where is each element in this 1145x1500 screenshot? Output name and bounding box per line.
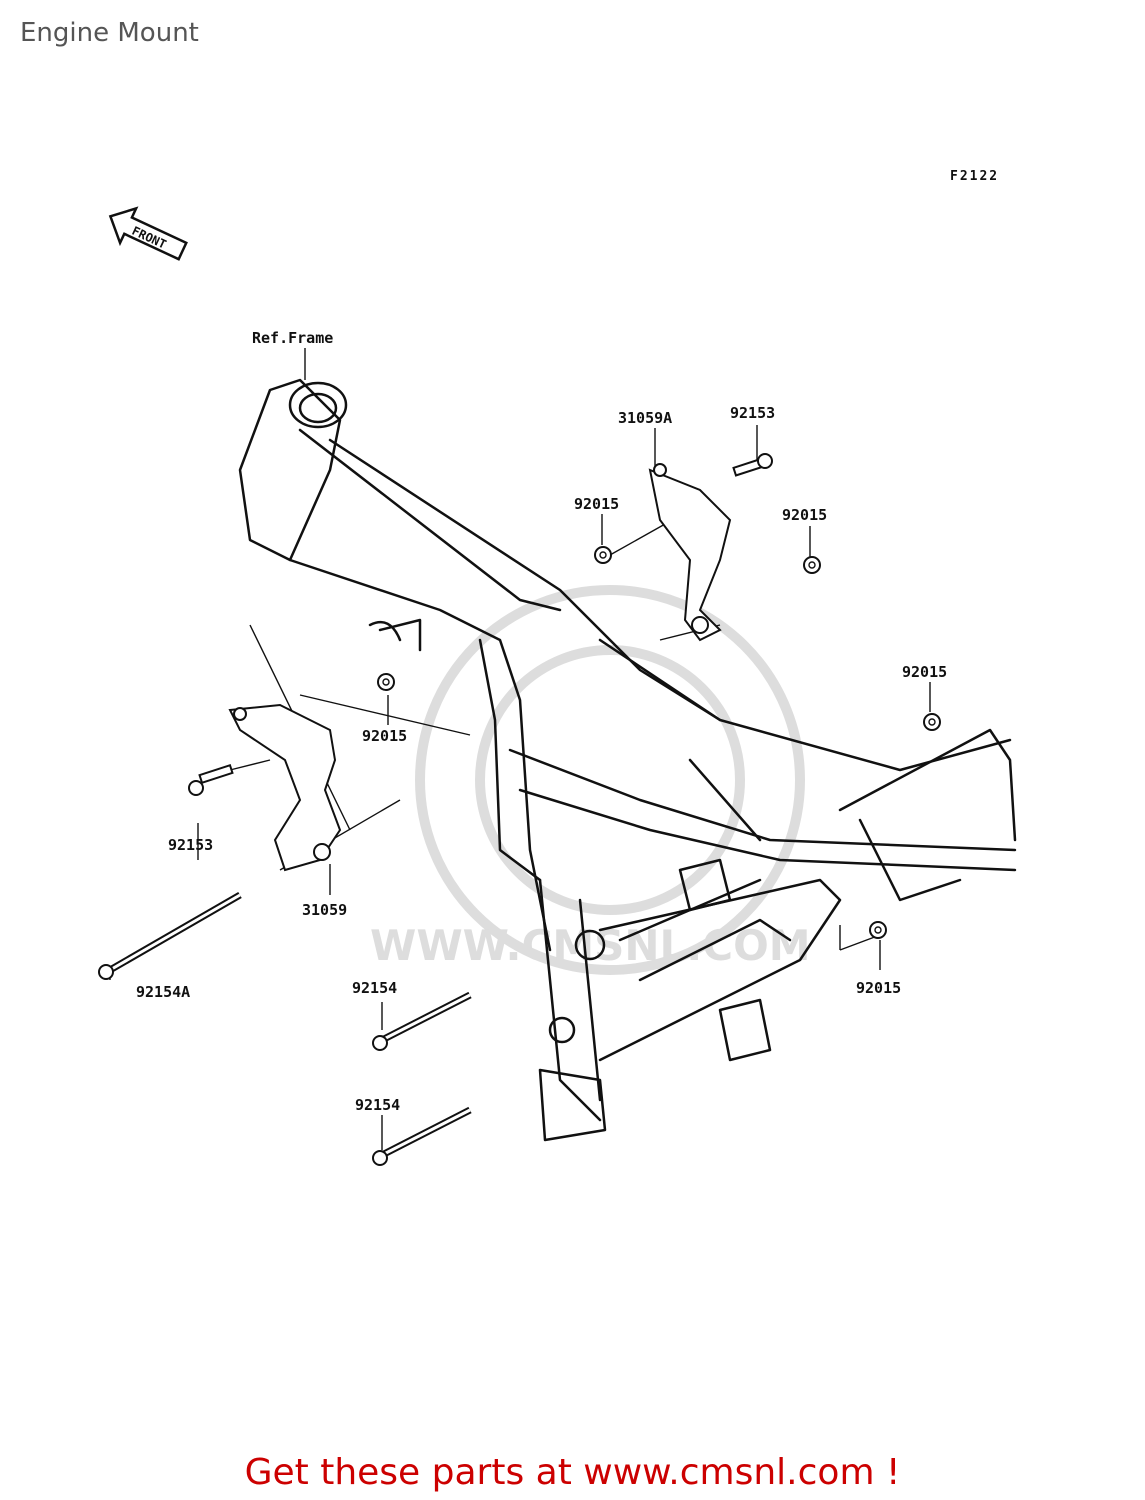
- frame: [238, 378, 1017, 1142]
- nut-92015[interactable]: [377, 673, 395, 691]
- promo-link[interactable]: Get these parts at www.cmsnl.com !: [244, 1452, 901, 1493]
- label-92015-b[interactable]: 92015: [782, 506, 827, 524]
- bolt-92154A[interactable]: [98, 891, 242, 980]
- nut-92015[interactable]: [923, 713, 941, 731]
- label-92153-top[interactable]: 92153: [730, 404, 775, 422]
- engine-bracket-31059[interactable]: [228, 703, 342, 872]
- nut-92015[interactable]: [803, 556, 821, 574]
- nut-92015[interactable]: [594, 546, 612, 564]
- label-92153-left[interactable]: 92153: [168, 836, 213, 854]
- page-title: Engine Mount: [20, 18, 199, 48]
- engine-bracket-31059A[interactable]: [648, 463, 732, 642]
- label-92154A[interactable]: 92154A: [136, 983, 190, 1001]
- label-ref-frame: Ref.Frame: [252, 329, 333, 347]
- bolt-92153[interactable]: [732, 453, 773, 477]
- label-92154-b[interactable]: 92154: [355, 1096, 400, 1114]
- nut-92015[interactable]: [869, 921, 887, 939]
- label-31059A[interactable]: 31059A: [618, 409, 672, 427]
- label-92015-d[interactable]: 92015: [362, 727, 407, 745]
- diagram-code: F2122: [950, 169, 999, 184]
- label-92015-a[interactable]: 92015: [574, 495, 619, 513]
- label-92015-e[interactable]: 92015: [856, 979, 901, 997]
- engine-mount-diagram: WWW.CMSNL.COM FRONT F2122: [98, 169, 1017, 1166]
- watermark-text: WWW.CMSNL.COM: [370, 921, 811, 970]
- label-92154-a[interactable]: 92154: [352, 979, 397, 997]
- bolt-92154[interactable]: [372, 1106, 472, 1166]
- bolt-92153[interactable]: [188, 763, 234, 796]
- watermark: WWW.CMSNL.COM: [370, 585, 811, 975]
- front-arrow-icon: FRONT: [108, 206, 188, 261]
- bolt-92154[interactable]: [372, 991, 472, 1051]
- label-92015-c[interactable]: 92015: [902, 663, 947, 681]
- leader-lines: [109, 348, 931, 1150]
- label-31059[interactable]: 31059: [302, 901, 347, 919]
